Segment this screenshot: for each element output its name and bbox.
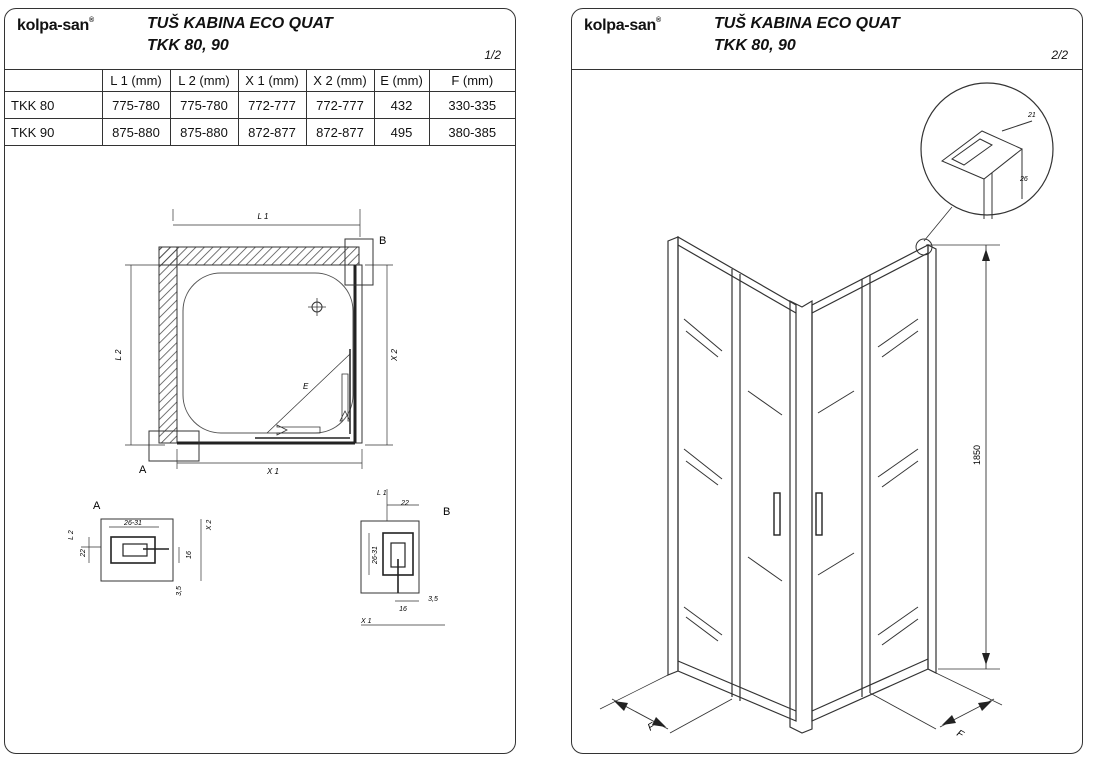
table-header: X 1 (mm) [237,69,307,92]
brand-logo: kolpa-san® [17,17,94,34]
product-models: TKK 80, 90 [714,37,796,54]
table-cell: TKK 80 [5,91,103,119]
e-label: E [303,382,309,391]
product-models: TKK 80, 90 [147,37,229,54]
table-cell: 875-880 [101,118,171,146]
table-header: L 2 (mm) [169,69,239,92]
table-header [5,69,103,92]
x2-label: X 2 [390,348,399,362]
door-handle-left [773,492,781,536]
detail-b-title: B [443,506,450,518]
table-cell: TKK 90 [5,118,103,146]
drawing-sheet-1: kolpa-san® TUŠ KABINA ECO QUAT TKK 80, 9… [4,8,516,754]
detail-a-dim: 3,5 [176,586,183,596]
height-dimension: 1850 [972,445,982,465]
sheet-header: kolpa-san® TUŠ KABINA ECO QUAT TKK 80, 9… [572,9,1082,70]
product-title: TUŠ KABINA ECO QUAT [147,15,333,32]
door-handle-right [815,492,823,536]
x1-label: X 1 [266,467,279,476]
f-dimension-left: F [646,721,658,734]
detail-b-dim: X 1 [360,618,372,625]
page-number: 2/2 [1051,48,1068,62]
detail-b-dim: 26-31 [372,546,379,565]
shower-tray [176,264,363,444]
table-cell: 380-385 [428,118,515,146]
l1-label: L 1 [258,212,269,221]
l2-label: L 2 [114,349,123,361]
detail-a-label: A [139,464,147,476]
detail-b-marker [344,238,374,286]
dimension-table: L 1 (mm) L 2 (mm) X 1 (mm) X 2 (mm) E (m… [5,69,515,146]
table-cell: 872-877 [305,118,375,146]
detail-a-dim: 22 [80,549,87,558]
profile-a [110,536,156,564]
table-cell: 495 [373,118,430,146]
tray-basin [182,272,354,434]
table-row: TKK 90 875-880 875-880 872-877 872-877 4… [5,118,515,146]
detail-b-label: B [379,235,386,247]
table-cell: 330-335 [428,91,515,119]
detail-a-dim: 26-31 [123,520,142,527]
detail-a-dim: 16 [186,551,193,559]
table-header: F (mm) [428,69,515,92]
side-wall [158,246,178,444]
page-number: 1/2 [484,48,501,62]
table-cell: 775-780 [101,91,171,119]
detail-b-dim: L 1 [377,490,387,497]
drawing-sheet-2: kolpa-san® TUŠ KABINA ECO QUAT TKK 80, 9… [571,8,1083,754]
detail-b-dim: 22 [400,500,409,507]
f-dimension-right: F [955,728,967,741]
detail-a-dim: L 2 [68,530,75,540]
sheet-header: kolpa-san® TUŠ KABINA ECO QUAT TKK 80, 9… [5,9,515,70]
floor-plan-drawing: L 1 E B A L 2 X 2 [68,209,450,626]
detail-a-title: A [93,500,101,512]
door-arrow [276,424,321,436]
detail-a-marker [148,430,200,462]
table-header: L 1 (mm) [101,69,171,92]
table-cell: 775-780 [169,91,239,119]
cabin-elevation-drawing: 21 26 [599,82,1054,741]
brand-logo: kolpa-san® [584,17,661,34]
table-header: X 2 (mm) [305,69,375,92]
table-cell: 772-777 [237,91,307,119]
detail-b-dim: 3,5 [428,596,438,603]
detail-b-dim: 16 [399,606,407,613]
table-cell: 772-777 [305,91,375,119]
right-wall-panel [811,244,937,722]
corner-profile-detail [941,120,1033,219]
table-header-row: L 1 (mm) L 2 (mm) X 1 (mm) X 2 (mm) E (m… [5,69,515,92]
table-cell: 875-880 [169,118,239,146]
table-header: E (mm) [373,69,430,92]
table-row: TKK 80 775-780 775-780 772-777 772-777 4… [5,91,515,119]
detail-a-dim: X 2 [206,520,213,532]
glass-reflection [683,318,919,646]
door-arrow [339,373,351,422]
table-cell: 872-877 [237,118,307,146]
detail-dim: 26 [1019,176,1028,183]
product-title: TUŠ KABINA ECO QUAT [714,15,900,32]
table-cell: 432 [373,91,430,119]
corner-post [789,299,813,734]
detail-dim: 21 [1027,112,1036,119]
left-wall-panel [667,235,797,722]
back-wall [158,246,360,266]
